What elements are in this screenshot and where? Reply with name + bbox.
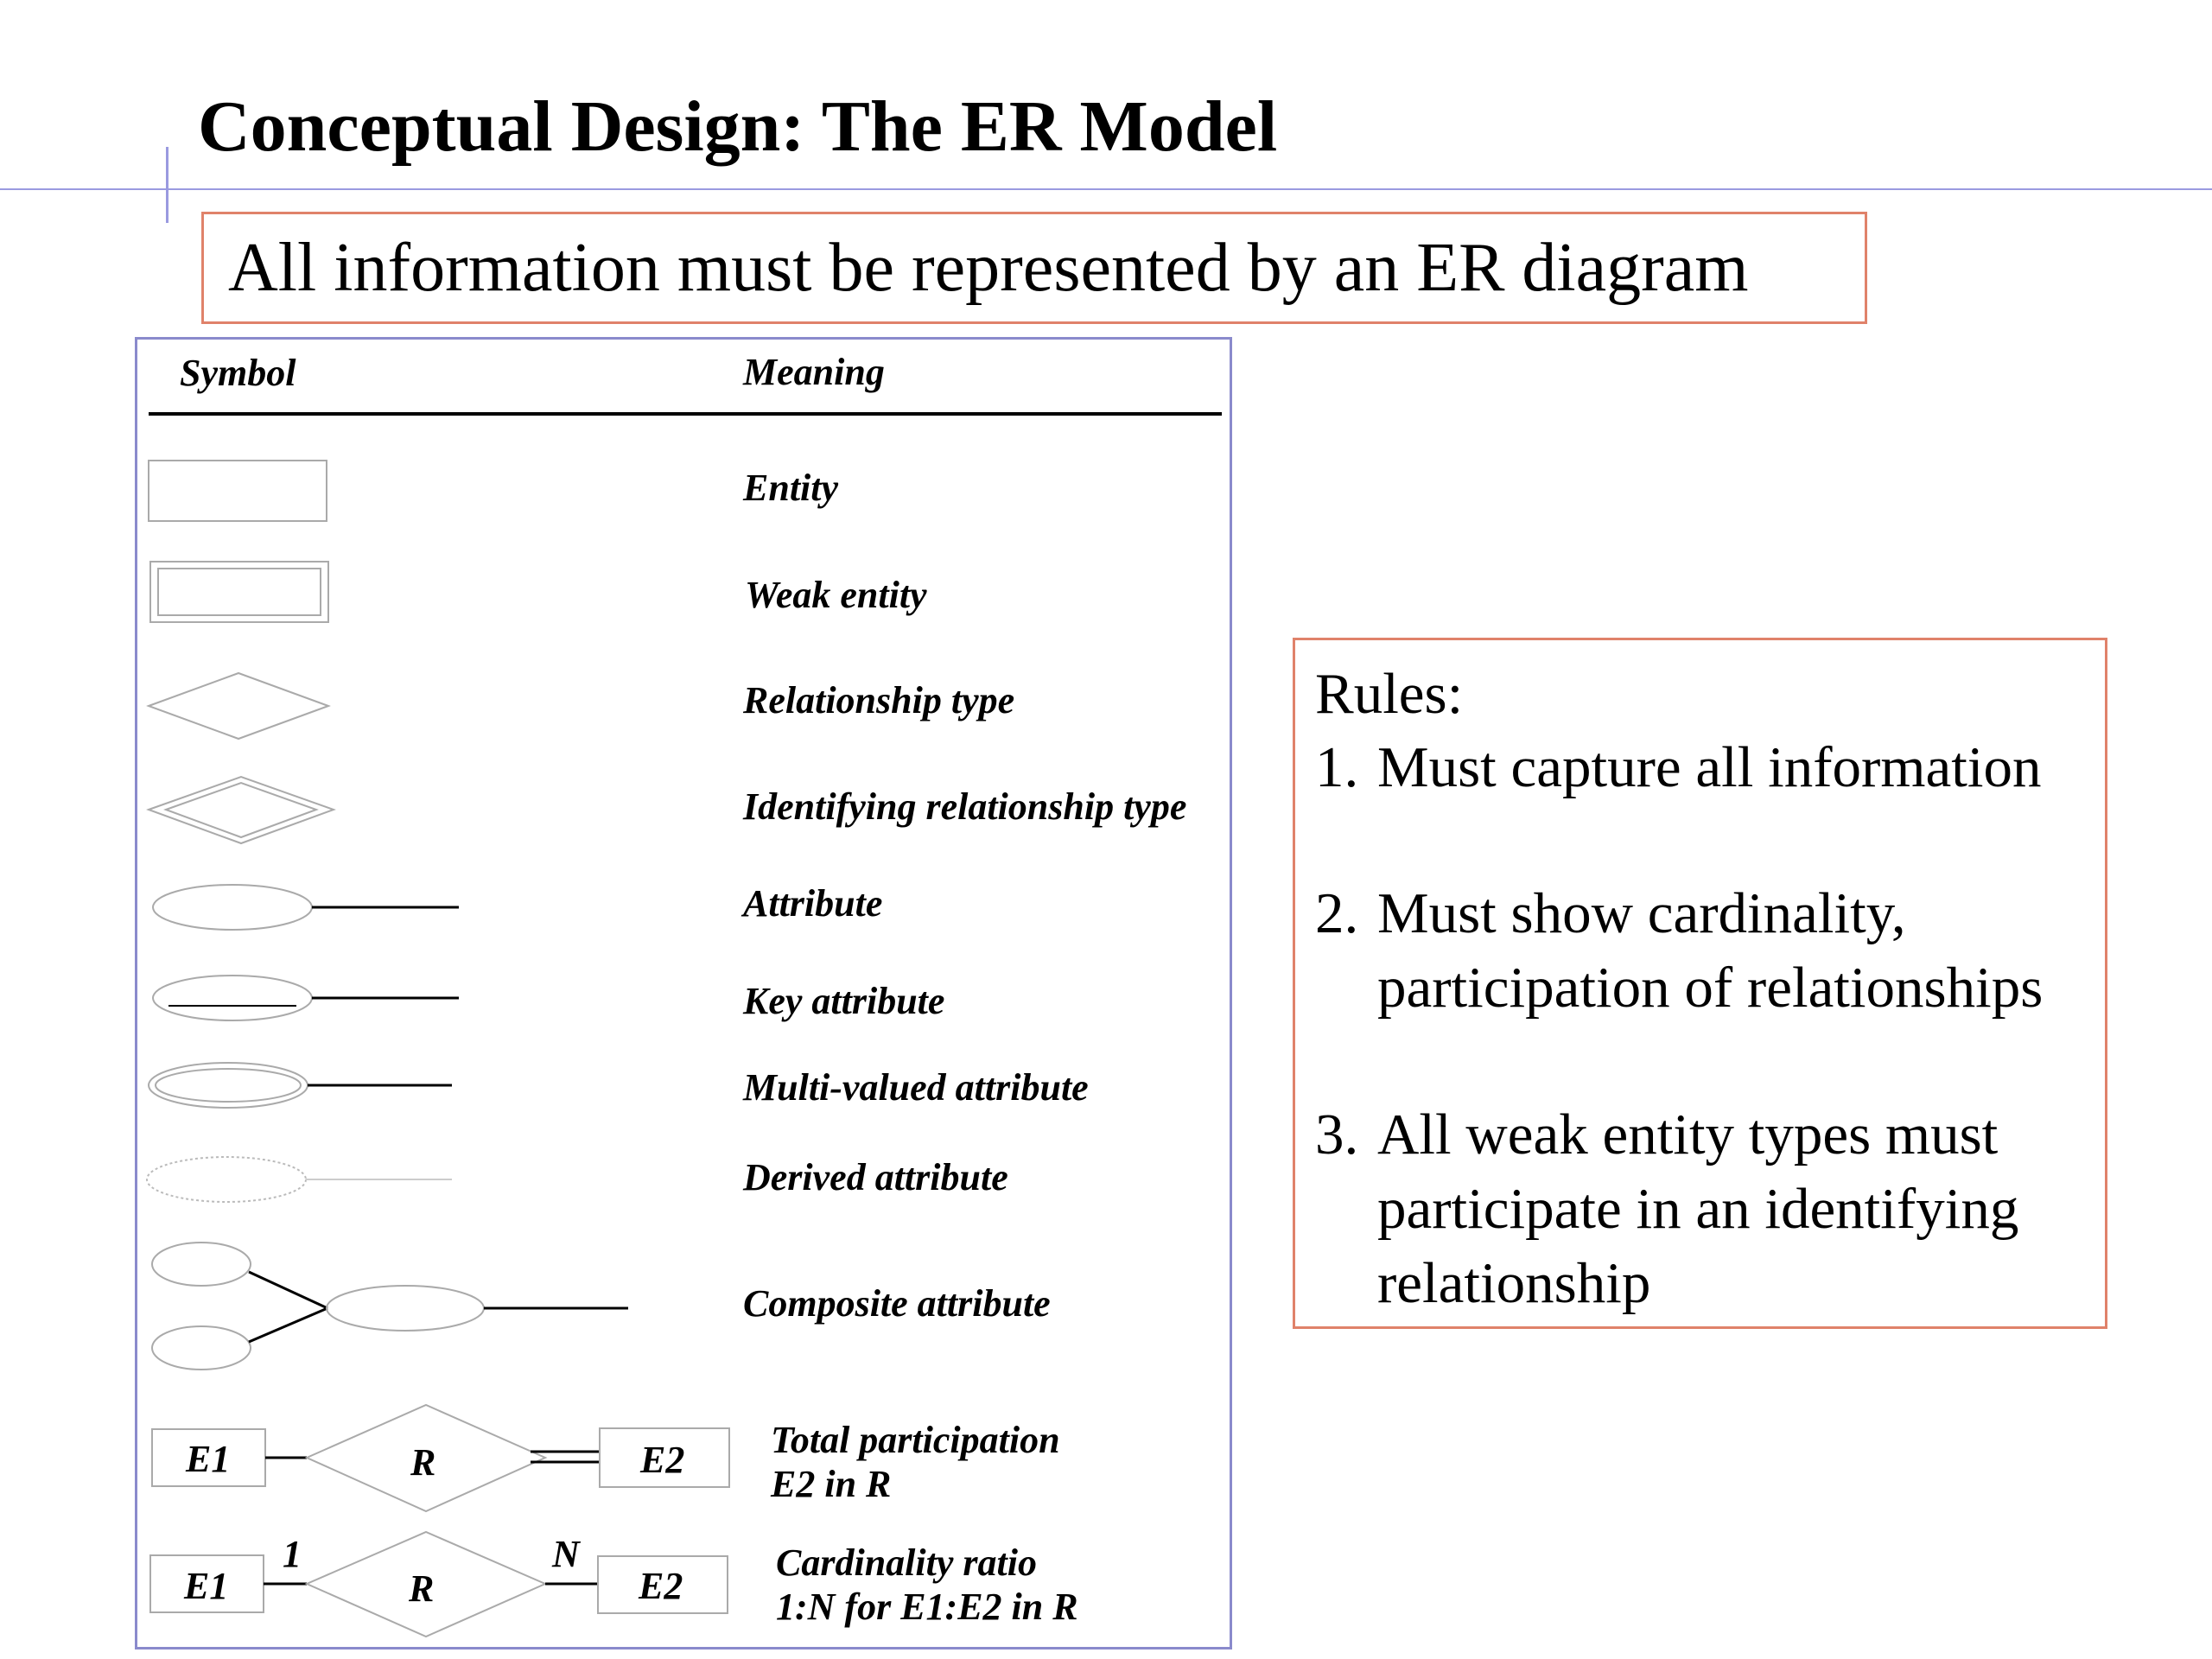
banner-box: All information must be represented by a… <box>201 212 1867 324</box>
legend-meaning: Entity <box>742 467 838 509</box>
legend-panel: Symbol Meaning Entity Weak entity Relati… <box>135 337 1232 1649</box>
header-rule <box>0 188 2212 190</box>
cardinality-r-label: R <box>408 1567 434 1610</box>
rule-line: Must show cardinality, <box>1377 881 1906 945</box>
legend-figure: Symbol Meaning Entity Weak entity Relati… <box>146 351 1222 1638</box>
total-participation-e1-label: E1 <box>185 1438 230 1480</box>
cardinality-ratio-symbol <box>149 1530 728 1638</box>
entity-symbol <box>148 460 327 522</box>
total-participation-r-label: R <box>410 1441 435 1484</box>
legend-meaning: Identifying relationship type <box>742 785 1186 828</box>
rule-number: 2. <box>1315 881 1359 945</box>
multivalued-attribute-symbol <box>148 1062 452 1109</box>
rule-number: 1. <box>1315 735 1359 799</box>
rule-line: Must capture all information <box>1377 735 2042 799</box>
header-tick <box>166 147 168 223</box>
total-participation-e2-label: E2 <box>639 1439 684 1481</box>
rule-line: All weak entity types must <box>1377 1103 1999 1166</box>
total-participation-meaning-line1: Total participation <box>771 1419 1060 1461</box>
cardinality-e2-label: E2 <box>638 1565 683 1607</box>
cardinality-meaning-line2: 1:N for E1:E2 in R <box>776 1586 1078 1628</box>
banner-text: All information must be represented by a… <box>228 230 1749 306</box>
legend-header-meaning: Meaning <box>742 351 885 393</box>
rule-line: participate in an identifying <box>1377 1177 2019 1241</box>
composite-attribute-symbol <box>151 1242 628 1370</box>
legend-meaning: Weak entity <box>745 574 927 616</box>
key-attribute-symbol <box>152 975 459 1021</box>
legend-meaning: Multi-valued attribute <box>742 1066 1089 1109</box>
legend-meaning: Key attribute <box>742 980 944 1022</box>
derived-attribute-symbol <box>146 1156 452 1203</box>
identifying-relationship-symbol <box>146 775 336 845</box>
weak-entity-symbol <box>149 561 329 623</box>
total-participation-symbol <box>151 1403 730 1513</box>
cardinality-1-label: 1 <box>283 1533 302 1575</box>
rule-number: 3. <box>1315 1103 1359 1166</box>
rules-box <box>1293 638 2107 1329</box>
rule-line: relationship <box>1377 1251 1651 1315</box>
total-participation-meaning-line2: E2 in R <box>770 1463 891 1505</box>
cardinality-meaning-line1: Cardinality ratio <box>776 1541 1037 1584</box>
cardinality-e1-label: E1 <box>183 1565 228 1607</box>
legend-meaning: Attribute <box>741 882 882 925</box>
rules-heading: Rules: <box>1315 662 1464 726</box>
rule-line: participation of relationships <box>1377 956 2044 1020</box>
cardinality-n-label: N <box>551 1533 582 1575</box>
legend-meaning: Composite attribute <box>743 1282 1051 1325</box>
legend-meaning: Relationship type <box>742 679 1014 721</box>
slide-title: Conceptual Design: The ER Model <box>198 86 1278 167</box>
legend-meaning: Derived attribute <box>742 1156 1008 1198</box>
attribute-symbol <box>152 884 459 931</box>
relationship-symbol <box>146 671 331 741</box>
legend-header-symbol: Symbol <box>180 352 296 394</box>
